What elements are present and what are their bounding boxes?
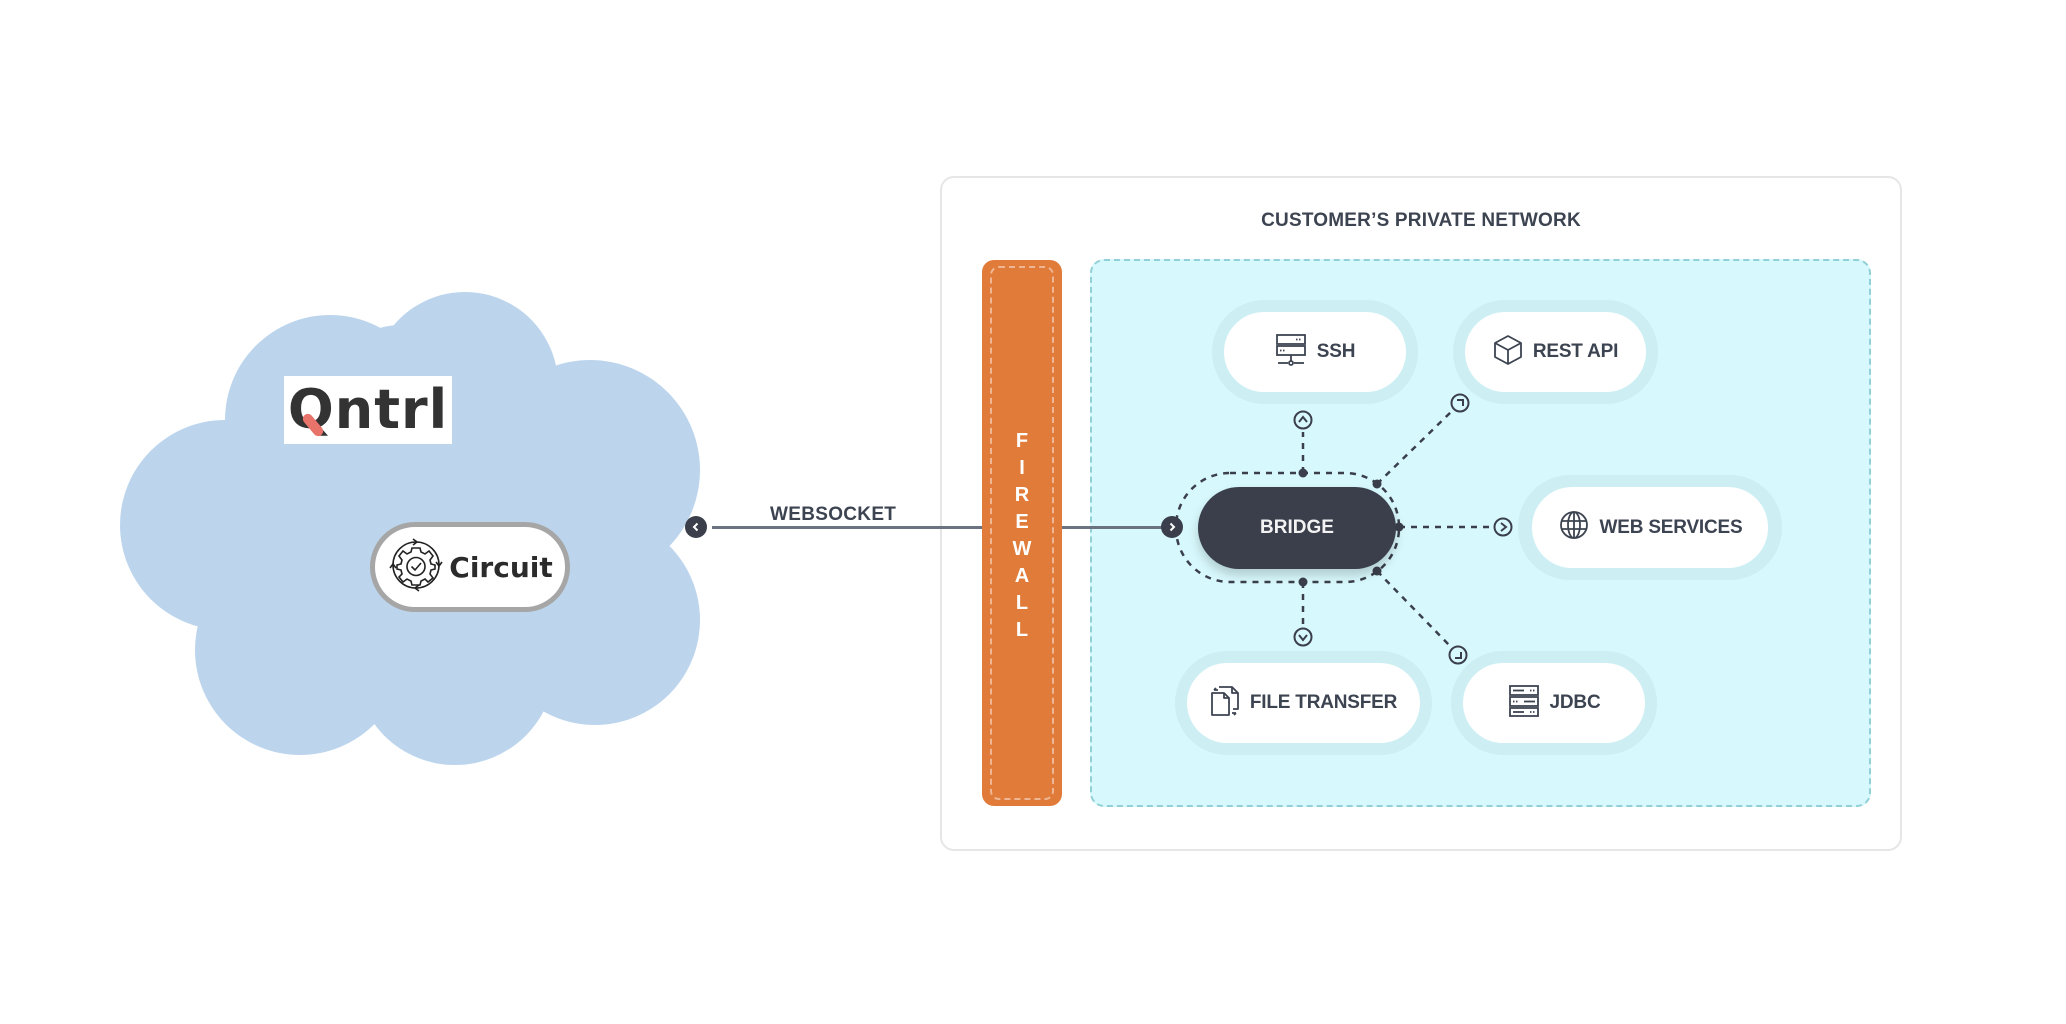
cube-icon <box>1493 334 1523 371</box>
firewall-letter: E <box>1015 511 1029 533</box>
connector-rest-api <box>1376 410 1453 485</box>
firewall-letter: W <box>1012 538 1032 560</box>
firewall-letter: R <box>1014 484 1030 506</box>
chevron-down-right-icon <box>1448 645 1468 665</box>
globe-icon <box>1558 509 1590 546</box>
chevron-left-icon[interactable] <box>685 516 707 538</box>
service-node-file-transfer[interactable]: FILE TRANSFER <box>1187 663 1420 743</box>
firewall-letter: I <box>1019 457 1025 479</box>
qntrl-logo: Qntrl <box>284 376 452 444</box>
chevron-up-icon <box>1293 410 1313 430</box>
firewall-letter: A <box>1014 565 1030 587</box>
connector-dot <box>1298 468 1308 478</box>
service-label-web-services: WEB SERVICES <box>1599 516 1743 538</box>
file-transfer-icon <box>1210 685 1240 722</box>
service-label-file-transfer: FILE TRANSFER <box>1249 692 1398 713</box>
service-label-jdbc: JDBC <box>1549 692 1601 713</box>
bridge-label: BRIDGE <box>1260 517 1334 538</box>
connector-dot <box>1298 577 1308 587</box>
bridge-entry-chevron-icon[interactable] <box>1161 516 1183 538</box>
chevron-up-right-icon <box>1450 393 1470 413</box>
connector-dot <box>1394 522 1404 532</box>
chevron-down-icon <box>1293 627 1313 647</box>
firewall-letter: L <box>1015 592 1029 614</box>
websocket-line <box>712 526 1170 529</box>
service-node-rest-api[interactable]: REST API <box>1465 312 1646 392</box>
chevron-right-icon <box>1493 517 1513 537</box>
connector-jdbc <box>1376 570 1452 648</box>
private-network-title: CUSTOMER’S PRIVATE NETWORK <box>1261 210 1581 231</box>
circuit-label: Circuit <box>449 550 553 584</box>
connector-dot <box>1372 479 1382 489</box>
service-node-jdbc[interactable]: JDBC <box>1463 663 1645 743</box>
firewall-label: F I R E W A L L <box>982 430 1062 642</box>
service-node-ssh[interactable]: SSH <box>1224 312 1406 392</box>
service-label-ssh: SSH <box>1316 341 1356 362</box>
firewall-letter: L <box>1015 619 1029 641</box>
circuit-node[interactable]: Circuit <box>370 522 570 612</box>
server-network-icon <box>1275 333 1307 372</box>
connector-dot <box>1372 566 1382 576</box>
firewall-dashed-border <box>990 266 1054 800</box>
service-label-rest-api: REST API <box>1532 341 1619 362</box>
service-node-web-services[interactable]: WEB SERVICES <box>1532 487 1768 568</box>
firewall: F I R E W A L L <box>982 260 1062 806</box>
firewall-letter: F <box>1015 430 1029 452</box>
gear-check-cycle-icon <box>387 536 445 599</box>
database-server-icon <box>1508 684 1540 723</box>
websocket-label: WEBSOCKET <box>770 504 897 525</box>
bridge-node[interactable]: BRIDGE <box>1198 487 1396 569</box>
